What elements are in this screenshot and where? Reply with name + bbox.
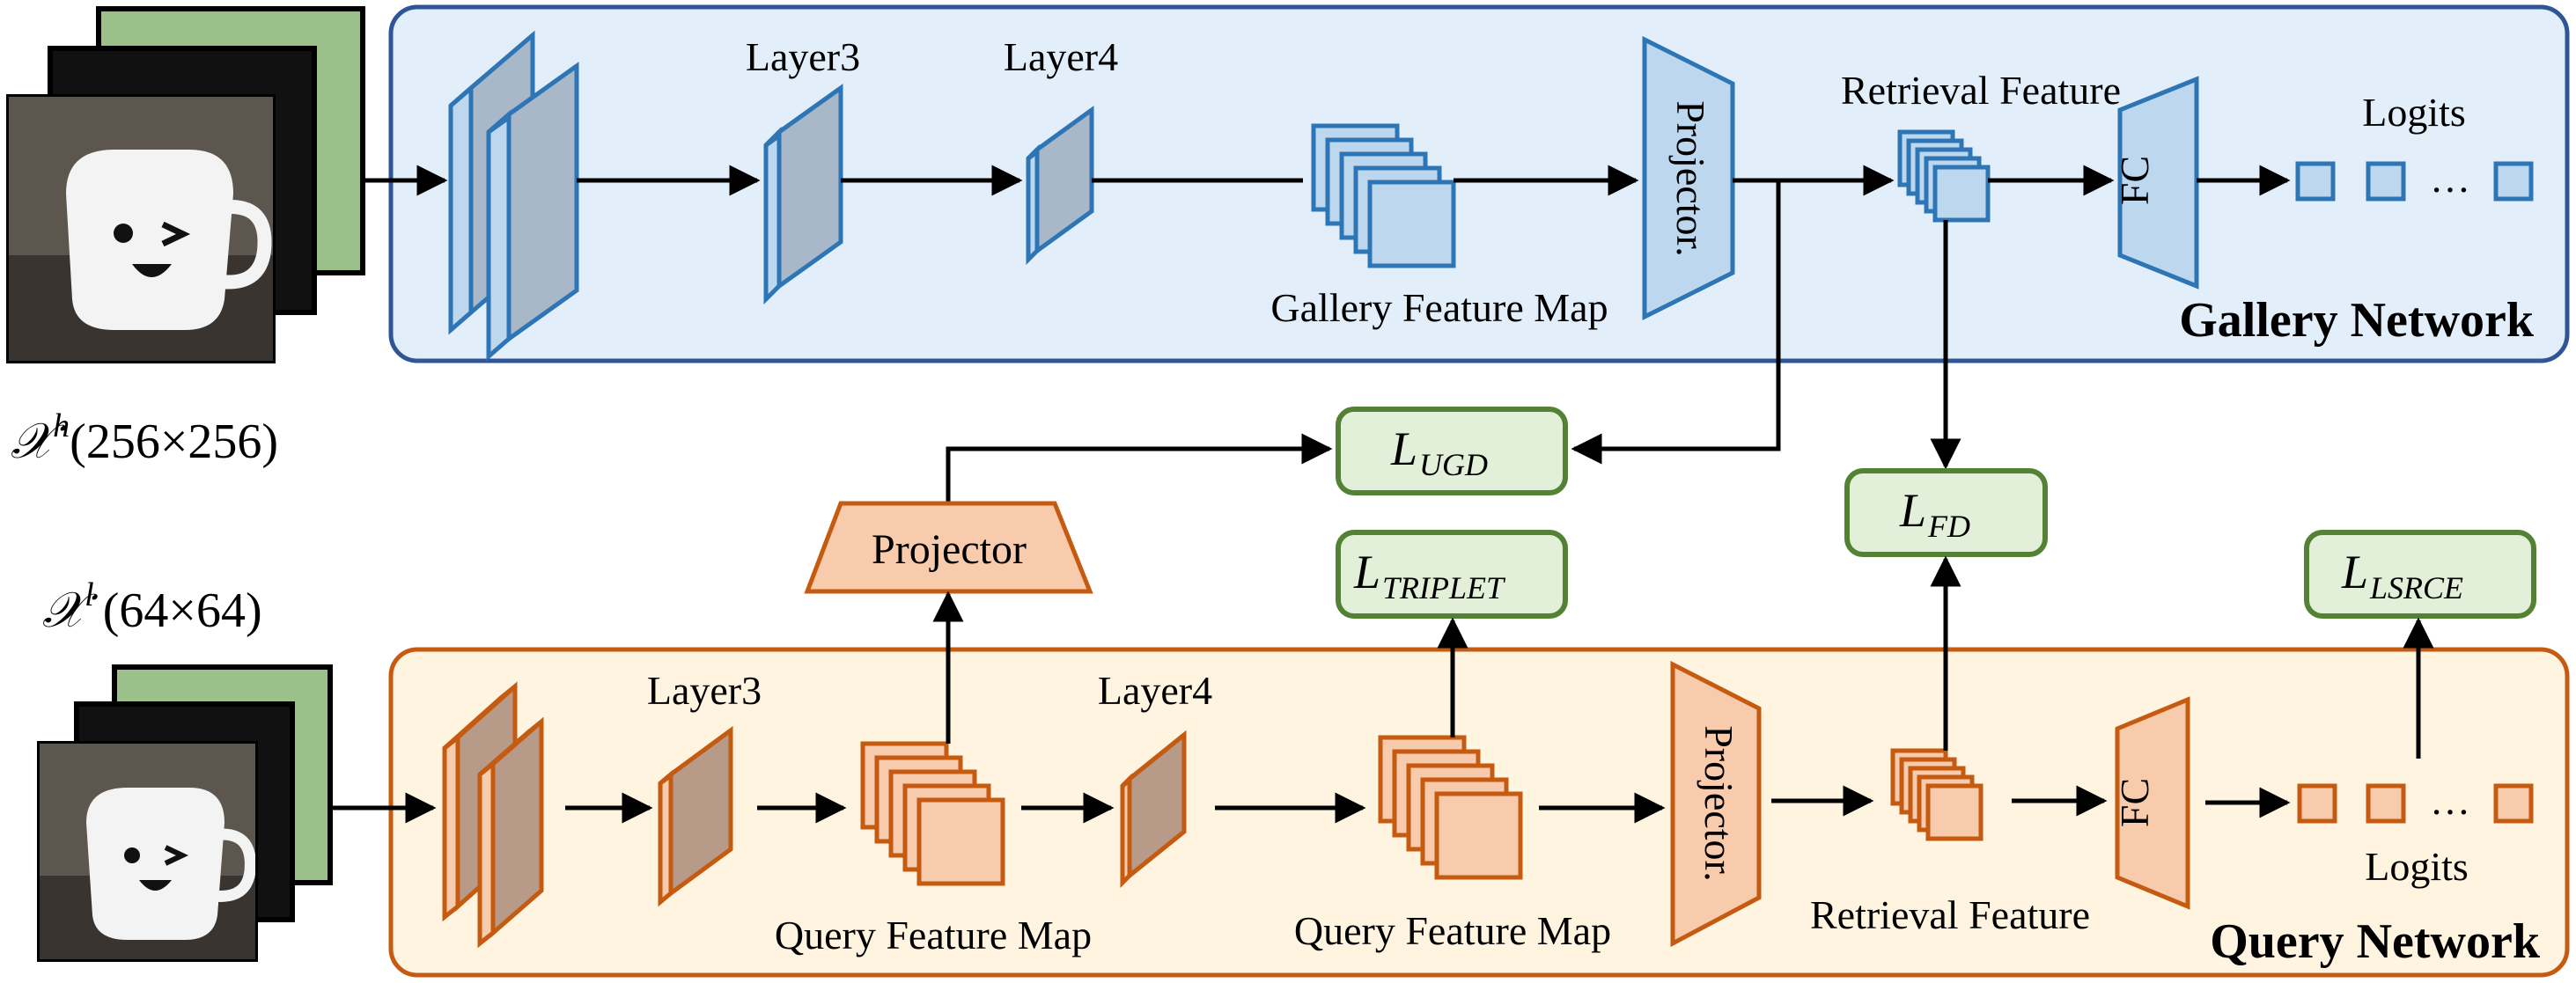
query-layer3-label: Layer3 xyxy=(647,668,762,713)
query-projector xyxy=(1670,660,1762,948)
query-layer3-block xyxy=(658,726,733,907)
query-feature-map-2-stack xyxy=(1378,735,1523,880)
query-logits-label: Logits xyxy=(2365,844,2469,889)
gallery-layer4-block xyxy=(1026,106,1094,266)
loss-ugd-box: L UGD xyxy=(1336,407,1568,495)
gallery-input-label: 𝒳h(256×256) xyxy=(11,407,278,469)
projector-to-ugd-connector xyxy=(946,433,1333,502)
query-logits-ellipsis: … xyxy=(2430,778,2470,823)
query-cup-image xyxy=(37,741,258,962)
query-layer4-block xyxy=(1120,730,1187,889)
loss-fd-box: L FD xyxy=(1844,468,2048,557)
gallery-retrieval-feature-label: Retrieval Feature xyxy=(1841,68,2121,113)
loss-lsrce-main: L xyxy=(2341,546,2368,598)
gallery-cup-image xyxy=(6,94,276,363)
query-feature-map-1-stack xyxy=(860,741,1005,886)
loss-triplet-main: L xyxy=(1353,546,1380,598)
loss-triplet-box: L TRIPLET xyxy=(1336,530,1568,619)
query-input-images xyxy=(37,664,333,962)
query-layer4-label: Layer4 xyxy=(1098,668,1212,713)
query-fc xyxy=(2115,696,2190,910)
loss-lsrce-box: L LSRCE xyxy=(2304,530,2536,619)
gallery-logits xyxy=(2295,161,2534,202)
middle-projector-label: Projector xyxy=(872,526,1027,573)
query-fc-label: FC xyxy=(2112,778,2157,827)
loss-lsrce-sub: LSRCE xyxy=(2369,570,2463,605)
loss-fd-sub: FD xyxy=(1927,509,1970,544)
gallery-logits-ellipsis: … xyxy=(2430,156,2470,201)
gallery-network-panel xyxy=(388,4,2570,363)
query-retrieval-feature-stack xyxy=(1890,748,1984,841)
loss-fd-main: L xyxy=(1899,484,1926,537)
gallery-fc xyxy=(2117,76,2199,290)
query-projector-label: Projector. xyxy=(1696,725,1741,882)
gallery-backbone-block xyxy=(448,30,579,362)
gallery-input-images xyxy=(6,6,365,363)
query-feature-map-1-label: Query Feature Map xyxy=(775,913,1092,957)
gallery-projector xyxy=(1642,35,1735,321)
query-input-label: 𝒳l(64×64) xyxy=(42,576,262,638)
middle-projector xyxy=(804,501,1093,594)
gallery-feature-map-label: Gallery Feature Map xyxy=(1270,285,1608,330)
gallery-layer3-block xyxy=(763,84,843,305)
query-logits xyxy=(2297,783,2534,824)
query-feature-map-2-label: Query Feature Map xyxy=(1294,908,1611,953)
gallery-logits-label: Logits xyxy=(2362,90,2466,135)
gallery-layer4-label: Layer4 xyxy=(1004,34,1118,79)
gallery-to-ugd-connector xyxy=(1571,180,1781,465)
query-retrieval-feature-label: Retrieval Feature xyxy=(1810,892,2090,937)
gallery-feature-map-stack xyxy=(1311,123,1456,268)
query-backbone-block xyxy=(442,681,544,949)
loss-ugd-sub: UGD xyxy=(1419,447,1488,482)
loss-triplet-sub: TRIPLET xyxy=(1382,570,1506,605)
query-network-title: Query Network xyxy=(2210,914,2541,969)
gallery-retrieval-feature-stack xyxy=(1897,129,1991,223)
loss-ugd-main: L xyxy=(1390,422,1417,475)
gallery-layer3-label: Layer3 xyxy=(746,34,860,79)
gallery-fc-label: FC xyxy=(2112,156,2157,205)
gallery-network-title: Gallery Network xyxy=(2179,293,2535,348)
gallery-projector-label: Projector. xyxy=(1668,100,1713,257)
